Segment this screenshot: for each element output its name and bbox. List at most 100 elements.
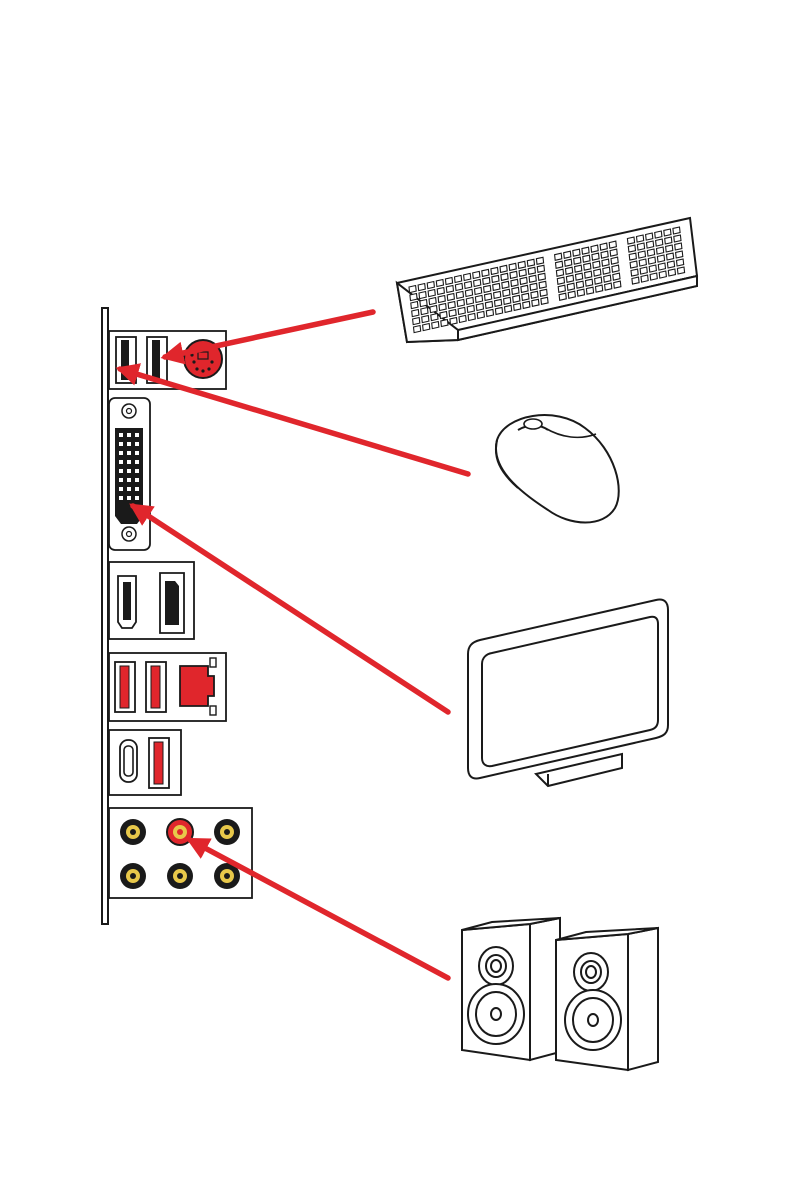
keyboard-key <box>647 249 654 256</box>
keyboard-key <box>438 296 445 303</box>
audio-jack[interactable] <box>214 819 240 845</box>
lan-port[interactable] <box>180 658 216 715</box>
keyboard-key <box>495 307 502 314</box>
keyboard-key <box>446 286 453 293</box>
dvi-pin <box>135 451 139 455</box>
keyboard-key <box>603 267 610 274</box>
keyboard-key <box>612 265 619 272</box>
dvi-pin <box>127 487 131 491</box>
mouse-icon <box>496 415 619 522</box>
keyboard-key <box>585 271 592 278</box>
keyboard-key <box>604 275 611 282</box>
dvi-pin <box>127 478 131 482</box>
keyboard-key <box>639 259 646 266</box>
keyboard-key <box>540 289 547 296</box>
keyboard-key <box>468 313 475 320</box>
dvi-pin <box>135 487 139 491</box>
keyboard-key <box>476 303 483 310</box>
keyboard-icon <box>397 218 697 342</box>
keyboard-key <box>455 283 462 290</box>
keyboard-key <box>541 297 548 304</box>
keyboard-key <box>584 263 591 270</box>
keyboard-key <box>567 283 574 290</box>
dvi-pin <box>135 460 139 464</box>
displayport-port[interactable] <box>160 573 184 633</box>
dvi-port[interactable] <box>109 398 150 550</box>
mouse-arrow <box>120 369 468 474</box>
audio-jack[interactable] <box>120 863 146 889</box>
dvi-pin <box>119 487 123 491</box>
keyboard-key <box>410 294 417 301</box>
keyboard-key <box>512 287 519 294</box>
keyboard-key <box>436 280 443 287</box>
keyboard-key <box>528 267 535 274</box>
keyboard-key <box>631 269 638 276</box>
video-block <box>109 562 194 639</box>
monitor-icon <box>468 599 668 786</box>
keyboard-key <box>595 277 602 284</box>
dvi-pin <box>135 433 139 437</box>
usb-type-c-port[interactable] <box>120 740 137 782</box>
hdmi-port[interactable] <box>118 576 136 628</box>
usb-port[interactable] <box>116 337 136 383</box>
dvi-pin <box>119 442 123 446</box>
speaker-arrow <box>190 840 448 978</box>
keyboard-key <box>485 293 492 300</box>
usb3-port[interactable] <box>115 662 135 712</box>
speakers-icon <box>462 918 658 1070</box>
keyboard-key <box>539 281 546 288</box>
keyboard-key <box>538 273 545 280</box>
keyboard-key <box>530 283 537 290</box>
keyboard-key <box>521 285 528 292</box>
keyboard-key <box>475 295 482 302</box>
keyboard-key <box>559 293 566 300</box>
keyboard-key <box>657 247 664 254</box>
keyboard-key <box>641 275 648 282</box>
dvi-pin <box>127 496 131 500</box>
keyboard-key <box>632 277 639 284</box>
keyboard-key <box>527 259 534 266</box>
usb3-port-3[interactable] <box>149 738 169 788</box>
keyboard-key <box>566 275 573 282</box>
keyboard-key <box>664 229 671 236</box>
dvi-pin <box>127 451 131 455</box>
keyboard-key <box>430 306 437 313</box>
keyboard-key <box>586 287 593 294</box>
keyboard-key <box>677 267 684 274</box>
audio-jack[interactable] <box>120 819 146 845</box>
dvi-pin <box>119 460 123 464</box>
keyboard-key <box>577 289 584 296</box>
keyboard-key <box>509 263 516 270</box>
keyboard-key <box>439 304 446 311</box>
keyboard-key <box>465 289 472 296</box>
keyboard-key <box>483 277 490 284</box>
typec-block <box>109 730 181 795</box>
keyboard-key <box>501 273 508 280</box>
keyboard-key <box>675 243 682 250</box>
keyboard-key <box>522 293 529 300</box>
keyboard-key <box>655 231 662 238</box>
keyboard-key <box>586 279 593 286</box>
keyboard-key <box>676 251 683 258</box>
keyboard-key <box>494 291 501 298</box>
dvi-pin <box>127 433 131 437</box>
keyboard-key <box>448 302 455 309</box>
keyboard-key <box>421 308 428 315</box>
keyboard-key <box>505 305 512 312</box>
keyboard-key <box>503 289 510 296</box>
keyboard-key <box>667 261 674 268</box>
keyboard-key <box>592 253 599 260</box>
dvi-pin <box>119 451 123 455</box>
keyboard-key <box>650 273 657 280</box>
keyboard-key <box>413 318 420 325</box>
keyboard-key <box>423 324 430 331</box>
keyboard-key <box>409 286 416 293</box>
keyboard-key <box>449 310 456 317</box>
keyboard-key <box>673 227 680 234</box>
usb3-port-2[interactable] <box>146 662 166 712</box>
keyboard-key <box>467 305 474 312</box>
keyboard-key <box>593 261 600 268</box>
audio-jack[interactable] <box>167 863 193 889</box>
keyboard-key <box>536 257 543 264</box>
